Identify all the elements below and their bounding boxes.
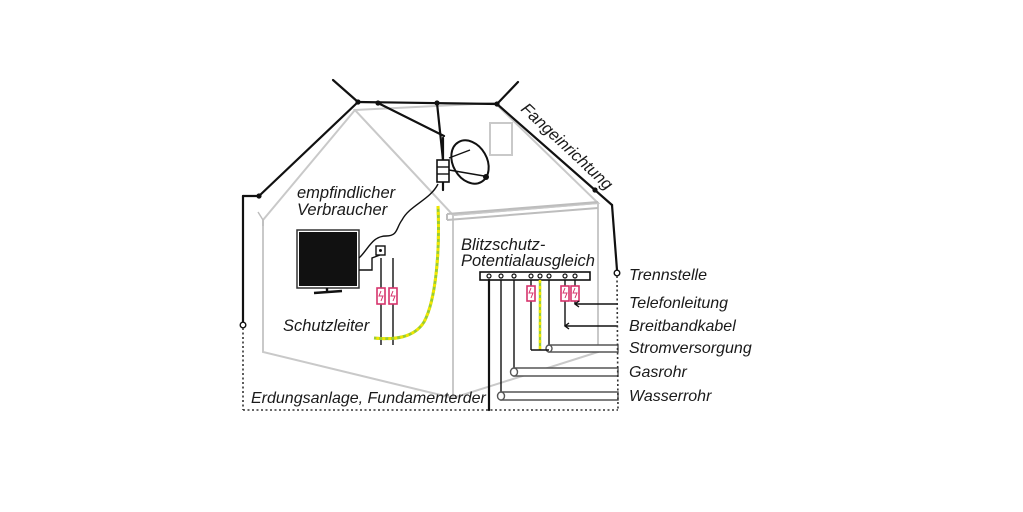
label-verbraucher: Verbraucher (297, 201, 389, 219)
antenna-mount (436, 159, 450, 183)
left-slope-conductor (257, 100, 360, 198)
dish-arm (448, 149, 471, 159)
service-lines (496, 300, 619, 401)
bar-terminal (572, 273, 578, 279)
bar-terminal (562, 273, 568, 279)
strom-pipe-end (545, 344, 553, 353)
right-slope-conductor (495, 102, 614, 207)
label-erdungsanlage: Erdungsanlage, Fundamenterder (251, 390, 486, 407)
surge-symbol (378, 290, 384, 302)
antenna-conductor-2 (376, 101, 446, 138)
satellite-dish (436, 136, 490, 192)
air-rod-right (495, 80, 520, 106)
chimney (489, 122, 513, 156)
surge-symbol (572, 287, 578, 299)
strom-pipe (548, 344, 619, 353)
label-trennstelle: Trennstelle (629, 267, 707, 284)
label-empfindlicher: empfindlicher (297, 184, 397, 202)
dish-lnb (483, 174, 489, 180)
protective-conductor-yellow (373, 205, 440, 341)
ridge-conductor (356, 100, 499, 106)
telefon-arrow (573, 300, 580, 308)
air-termination-system (241, 78, 619, 324)
tv-antenna-cable (358, 183, 439, 259)
junction (256, 193, 262, 199)
surge-protection-left (376, 258, 398, 345)
test-joint-right (613, 269, 621, 277)
bar-terminal (498, 273, 504, 279)
test-joint-left (239, 321, 247, 329)
label-wasserrohr: Wasserrohr (629, 388, 712, 405)
gas-pipe-end (509, 367, 519, 377)
junction (592, 187, 598, 193)
television (296, 183, 439, 295)
label-telefonleitung: Telefonleitung (629, 295, 728, 312)
right-down-conductor (610, 203, 619, 272)
label-schutzleiter: Schutzleiter (283, 317, 371, 335)
dish-arm (448, 169, 485, 177)
label-gasrohr: Gasrohr (629, 364, 687, 381)
bar-terminal (511, 273, 517, 279)
surge-symbol (390, 290, 396, 302)
gas-pipe (513, 367, 619, 377)
label-potentialausgleich: Potentialausgleich (461, 252, 595, 270)
equipotential-bonding-bar (479, 271, 591, 412)
label-breitbandkabel: Breitbandkabel (629, 318, 736, 335)
bar-terminal (537, 273, 543, 279)
water-pipe (500, 391, 619, 401)
bar-terminal (546, 273, 552, 279)
surge-symbol (562, 287, 568, 299)
tv-screen (299, 232, 357, 286)
tv-power-cable (359, 254, 381, 271)
earthing-system (239, 269, 621, 411)
label-blitzschutz: Blitzschutz- (461, 236, 546, 254)
junction (355, 99, 361, 105)
surge-symbol (528, 287, 534, 299)
breitband-arrow (563, 322, 570, 330)
gutter-right (446, 201, 599, 221)
tv-stand (313, 288, 343, 295)
bonding-bar (479, 271, 591, 281)
junction (494, 101, 500, 107)
wall-socket-hole (379, 249, 382, 252)
water-pipe-end (496, 391, 506, 401)
gutter-left (257, 211, 264, 226)
label-stromversorgung: Stromversorgung (629, 340, 752, 357)
bar-terminal (486, 273, 492, 279)
earth-electrode-right (616, 275, 619, 411)
protective-conductor (373, 205, 440, 341)
bar-terminal (528, 273, 534, 279)
air-rod-left (331, 78, 360, 104)
